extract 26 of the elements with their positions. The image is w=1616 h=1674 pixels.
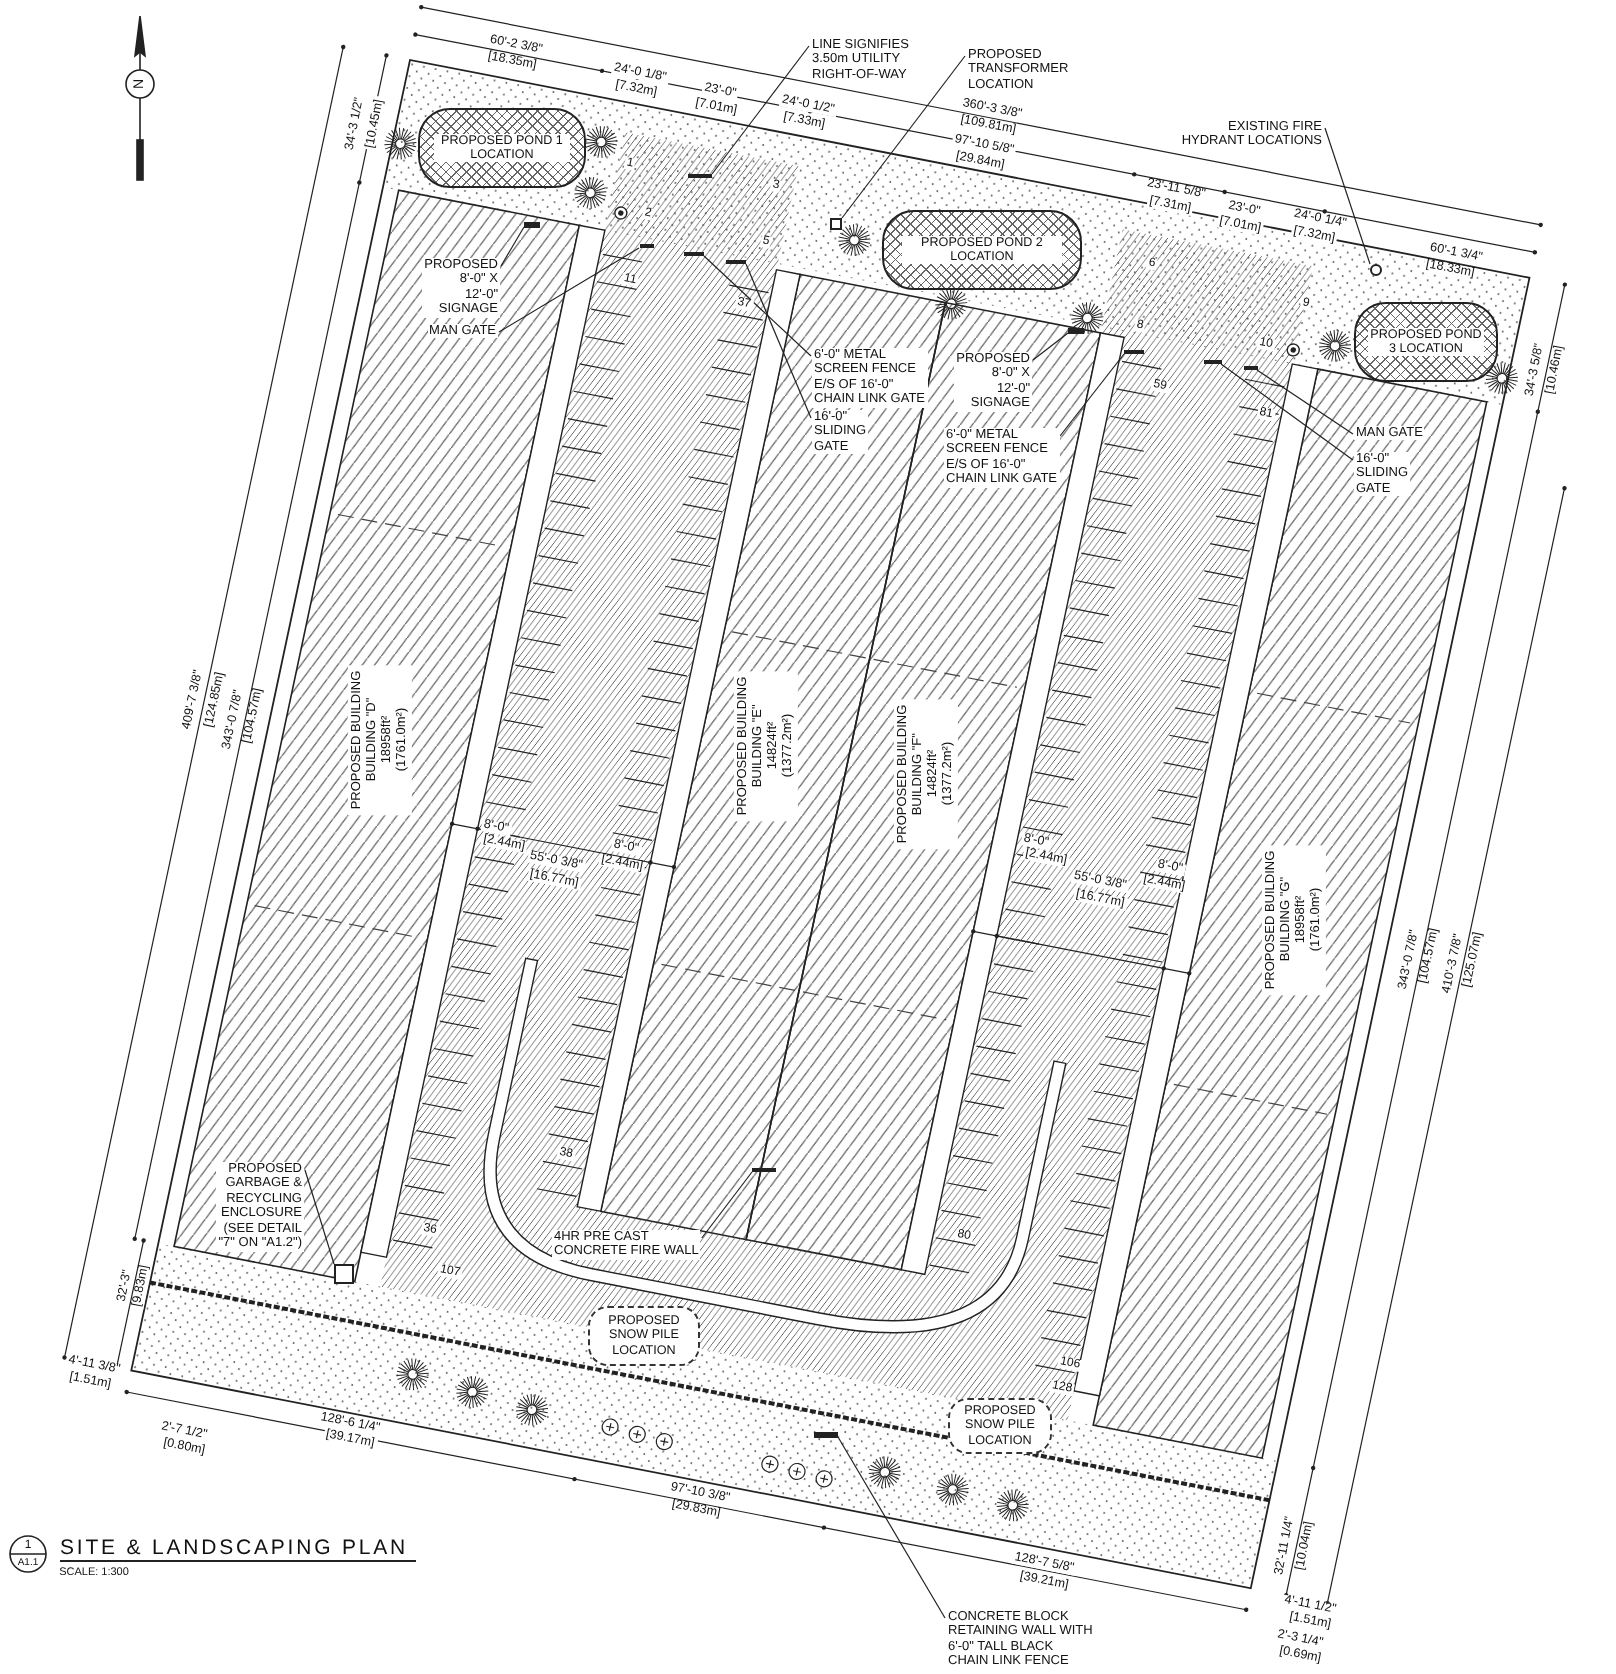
leader-line [841, 55, 966, 219]
building-label-area [894, 698, 958, 850]
sign-symbol [1068, 327, 1084, 333]
leader-line [500, 226, 525, 267]
building-label-area [734, 670, 798, 822]
enclosure-symbol [334, 1264, 354, 1284]
retaining-wall-segment [814, 1431, 838, 1437]
sign-symbol [524, 221, 540, 227]
leader-line [701, 1171, 753, 1239]
snow-pile-area [948, 1398, 1052, 1454]
transformer-symbol [830, 218, 842, 230]
leader-line [1324, 127, 1371, 265]
leader-line [703, 255, 812, 357]
building-label-area [348, 664, 412, 816]
pond-area [418, 108, 586, 188]
leader-line [1059, 353, 1125, 437]
building-label-area [1262, 844, 1326, 996]
leader-line [1220, 363, 1354, 461]
leader-line [1032, 332, 1069, 361]
drawing-title: SITE & LANDSCAPING PLAN [60, 1536, 416, 1562]
right-of-way-marker [688, 174, 712, 178]
pond-area [882, 210, 1082, 290]
snow-pile-area [588, 1306, 700, 1366]
leader-line [837, 1436, 946, 1619]
leader-line [1256, 369, 1354, 435]
pond-area [1354, 302, 1498, 382]
